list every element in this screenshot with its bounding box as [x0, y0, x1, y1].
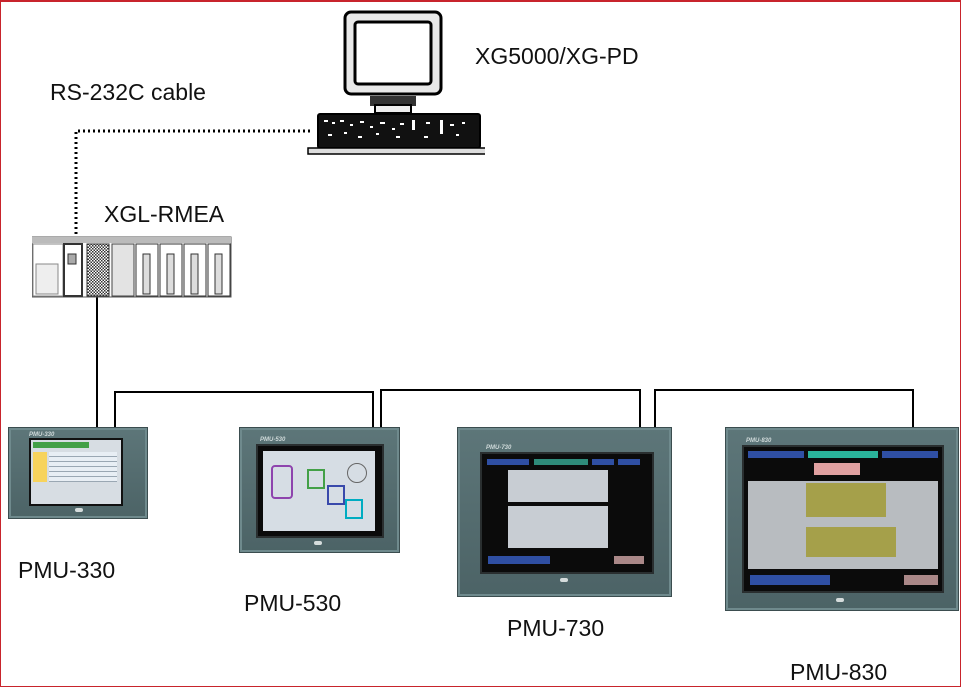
pmu830-logo: [836, 598, 844, 602]
plc-rack-icon: [32, 236, 232, 298]
pmu530-to-pmu730-line: [380, 389, 641, 427]
pmu330-hmi-panel: PMU-330: [8, 427, 148, 519]
pmu830-label: PMU-830: [790, 659, 888, 685]
pmu830-screen: [742, 445, 944, 593]
pmu730-brand: PMU-730: [486, 445, 512, 451]
pmu330-to-pmu530-line: [114, 391, 374, 427]
pmu730-screen: [480, 452, 654, 574]
rs232c-cable-label: RS-232C cable: [50, 79, 206, 105]
pmu730-to-pmu830-line: [654, 389, 914, 427]
pmu830-brand: PMU-830: [746, 438, 772, 444]
pmu730-label: PMU-730: [507, 615, 605, 641]
pmu730-hmi-panel: PMU-730: [457, 427, 672, 597]
pmu330-screen: [29, 438, 123, 506]
plc-label: XGL-RMEA: [104, 201, 225, 227]
pmu330-brand: PMU-330: [29, 432, 55, 438]
desktop-computer-icon: [307, 10, 485, 155]
pmu330-label: PMU-330: [18, 557, 116, 583]
pmu530-logo: [314, 541, 322, 545]
pmu530-brand: PMU-530: [260, 437, 286, 443]
pmu730-logo: [560, 578, 568, 582]
pmu330-logo: [75, 508, 83, 512]
pmu530-screen: [256, 444, 384, 538]
pmu530-hmi-panel: PMU-530: [239, 427, 400, 553]
pmu530-label: PMU-530: [244, 590, 342, 616]
pc-label: XG5000/XG-PD: [475, 43, 639, 69]
pmu830-hmi-panel: PMU-830: [725, 427, 959, 611]
